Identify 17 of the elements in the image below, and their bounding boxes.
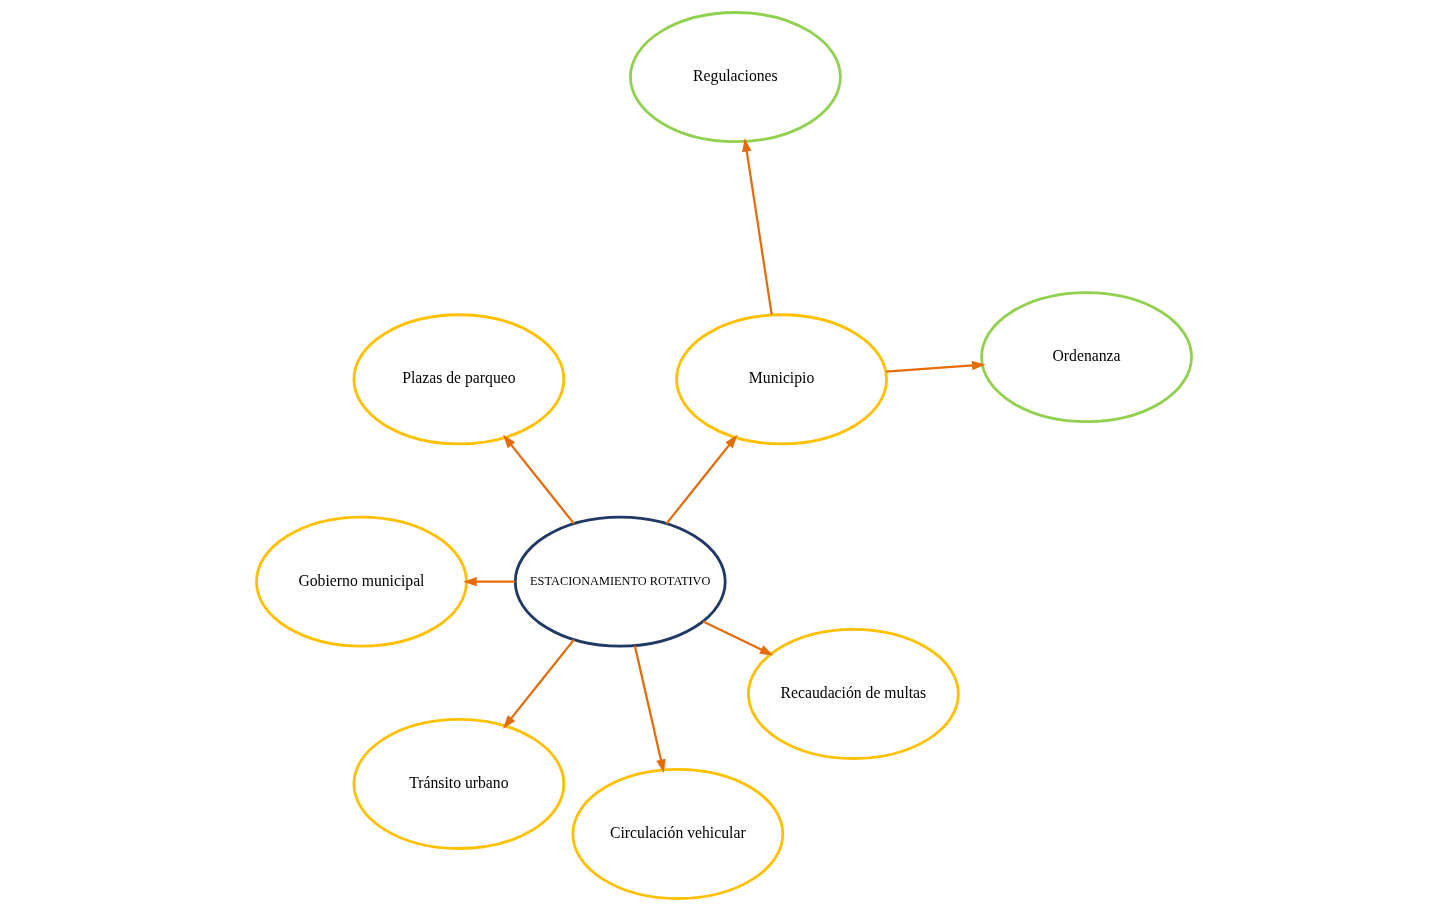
node-ellipse: Municipio (675, 313, 888, 446)
arrow (463, 576, 515, 587)
arrow (503, 638, 575, 729)
node-ellipse: Ordenanza (980, 291, 1193, 424)
node-ellipse: ESTACIONAMIENTO ROTATIVO (513, 515, 727, 648)
arrow (702, 620, 774, 656)
node-ellipse: Gobierno municipal (255, 515, 468, 648)
arrow (665, 434, 738, 525)
node-ellipse: Regulaciones (629, 11, 842, 143)
node-ellipse: Plazas de parqueo (352, 313, 566, 446)
arrow (886, 360, 986, 373)
node-ellipse: Recaudación de multas (747, 627, 960, 760)
arrow (503, 434, 575, 525)
node-ellipse: Circulación vehicular (571, 768, 785, 900)
arrow (742, 138, 773, 316)
arrow (633, 645, 666, 773)
node-ellipse: Tránsito urbano (352, 718, 566, 850)
